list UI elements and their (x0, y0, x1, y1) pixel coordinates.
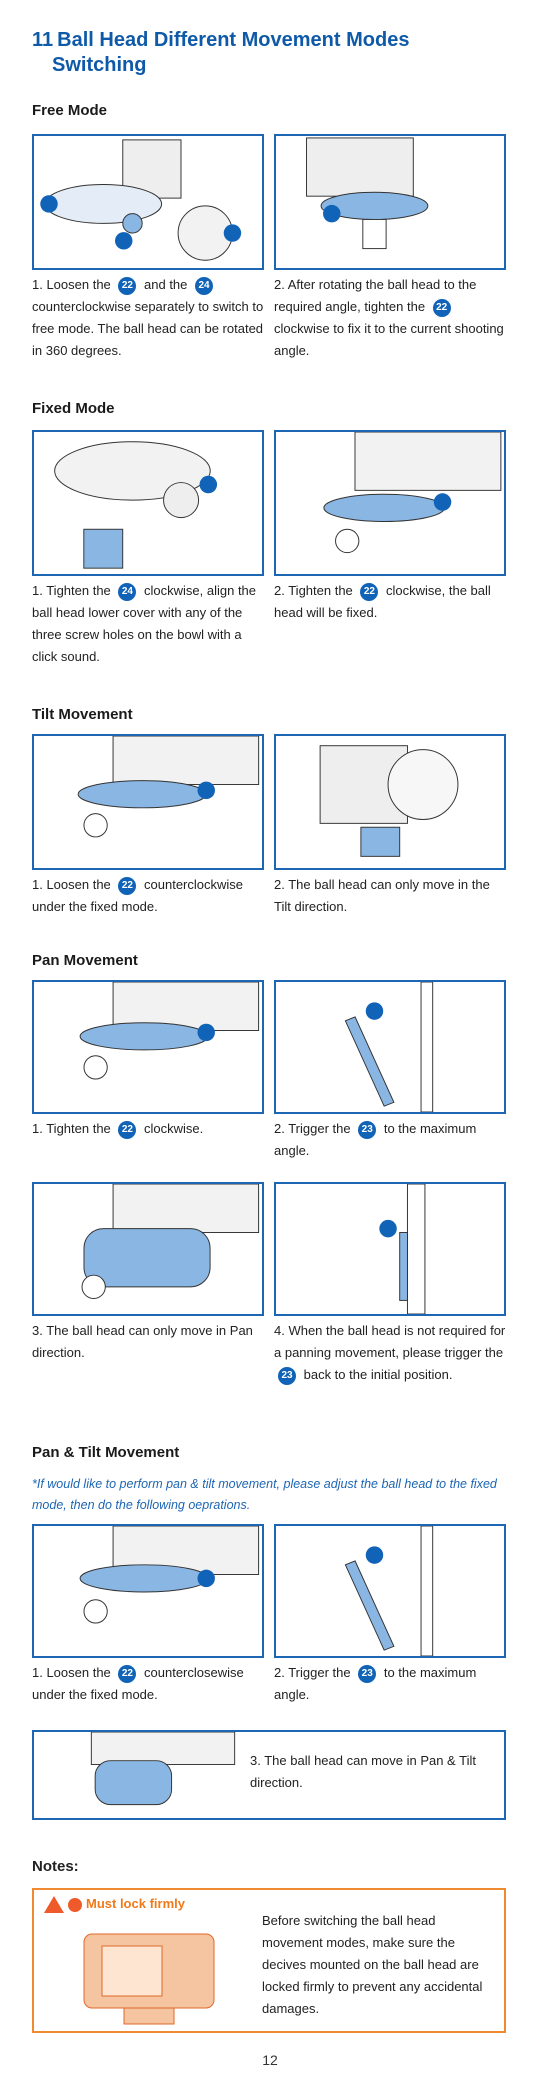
title-line-1: Ball Head Different Movement Modes (57, 29, 410, 51)
warning-text: Must lock firmly (86, 1896, 185, 1911)
cap-text: 4. When the ball head is not required fo… (274, 1323, 506, 1360)
badge-22: 22 (118, 276, 137, 295)
cap-text: counterclockwise separately to switch to… (32, 299, 264, 358)
caption-pan-4: 4. When the ball head is not required fo… (274, 1320, 510, 1386)
caption-pan-2: 2. Trigger the 23 to the maximum angle. (274, 1118, 510, 1162)
illustration-pan-3 (32, 1182, 264, 1316)
badge-22: 22 (118, 1664, 137, 1683)
illustration-fixed-1 (32, 430, 264, 576)
illustration-pan-4 (274, 1182, 506, 1316)
cap-text: 1. Loosen the (32, 877, 115, 892)
cap-text: 2. After rotating the ball head to the r… (274, 277, 477, 314)
cap-text: to the maximum angle. (274, 1665, 477, 1702)
caption-tilt-1: 1. Loosen the 22 counterclockwise under … (32, 874, 272, 918)
illustration-tilt-2 (274, 734, 506, 870)
cap-text: 1. Loosen the (32, 277, 115, 292)
badge-24: 24 (118, 582, 137, 601)
warning-label: Must lock firmly (44, 1896, 185, 1914)
illustration-free-2 (274, 134, 506, 270)
caption-pantilt-1: 1. Loosen the 22 counterclosewise under … (32, 1662, 272, 1706)
cap-text: 2. Tighten the (274, 583, 357, 598)
caption-pan-3: 3. The ball head can only move in Pan di… (32, 1320, 268, 1364)
illustration-pantilt-2 (274, 1524, 506, 1658)
caption-tilt-2: 2. The ball head can only move in the Ti… (274, 874, 510, 918)
caption-pantilt-3: 3. The ball head can move in Pan & Tilt … (250, 1753, 476, 1790)
notes-box: Must lock firmly Before switching the ba… (32, 1888, 506, 2033)
illustration-pan-2 (274, 980, 506, 1114)
lock-icon (68, 1897, 82, 1912)
cap-text: clockwise to fix it to the current shoot… (274, 321, 504, 358)
badge-22: 22 (360, 582, 379, 601)
badge-24: 24 (195, 276, 214, 295)
badge-22: 22 (118, 876, 137, 895)
illustration-fixed-2 (274, 430, 506, 576)
badge-22: 22 (118, 1120, 137, 1139)
cap-text: counterclosewise under the fixed mode. (32, 1665, 244, 1702)
caption-free-2: 2. After rotating the ball head to the r… (274, 274, 510, 362)
cap-text: clockwise. (140, 1121, 204, 1136)
cap-text: clockwise, align the ball head lower cov… (32, 583, 257, 664)
cap-text: back to the initial position. (300, 1367, 453, 1382)
cap-text: 1. Tighten the (32, 1121, 115, 1136)
pan-tilt-note: *If would like to perform pan & tilt mov… (32, 1477, 497, 1512)
heading-pan: Pan Movement (32, 952, 138, 969)
caption-fixed-2: 2. Tighten the 22 clockwise, the ball he… (274, 580, 510, 624)
cap-text: 2. The ball head can only move in the Ti… (274, 877, 490, 914)
heading-free-mode: Free Mode (32, 102, 108, 119)
badge-23: 23 (358, 1120, 377, 1139)
heading-tilt: Tilt Movement (32, 706, 133, 723)
badge-23: 23 (358, 1664, 377, 1683)
caption-fixed-1: 1. Tighten the 24 clockwise, align the b… (32, 580, 268, 668)
warning-icon (44, 1896, 64, 1914)
badge-23: 23 (278, 1366, 296, 1385)
page-number: 12 (262, 2052, 278, 2068)
caption-pantilt-2: 2. Trigger the 23 to the maximum angle. (274, 1662, 510, 1706)
badge-22: 22 (432, 298, 451, 317)
heading-pan-tilt: Pan & Tilt Movement (32, 1444, 180, 1461)
illustration-pantilt-3: 3. The ball head can move in Pan & Tilt … (32, 1730, 506, 1820)
notes-text: Before switching the ball head movement … (262, 1913, 483, 2016)
cap-text: 3. The ball head can only move in Pan di… (32, 1323, 253, 1360)
illustration-pan-1 (32, 980, 264, 1114)
cap-text: 1. Loosen the (32, 1665, 115, 1680)
cap-text: 2. Trigger the (274, 1665, 355, 1680)
section-number: 11 (32, 29, 54, 51)
illustration-tilt-1 (32, 734, 264, 870)
heading-fixed-mode: Fixed Mode (32, 400, 115, 417)
title-line-2: Switching (52, 54, 147, 76)
cap-text: clockwise, the ball head will be fixed. (274, 583, 491, 620)
cap-text: and the (140, 277, 192, 292)
illustration-pantilt-1 (32, 1524, 264, 1658)
camera-illustration (83, 1933, 215, 2025)
cap-text: counterclockwise under the fixed mode. (32, 877, 244, 914)
illustration-free-1 (32, 134, 264, 270)
caption-pan-1: 1. Tighten the 22 clockwise. (32, 1118, 268, 1140)
notes-heading: Notes: (32, 1858, 79, 1875)
cap-text: 1. Tighten the (32, 583, 115, 598)
cap-text: 2. Trigger the (274, 1121, 355, 1136)
cap-text: to the maximum angle. (274, 1121, 477, 1158)
caption-free-1: 1. Loosen the 22 and the 24 counterclock… (32, 274, 268, 362)
